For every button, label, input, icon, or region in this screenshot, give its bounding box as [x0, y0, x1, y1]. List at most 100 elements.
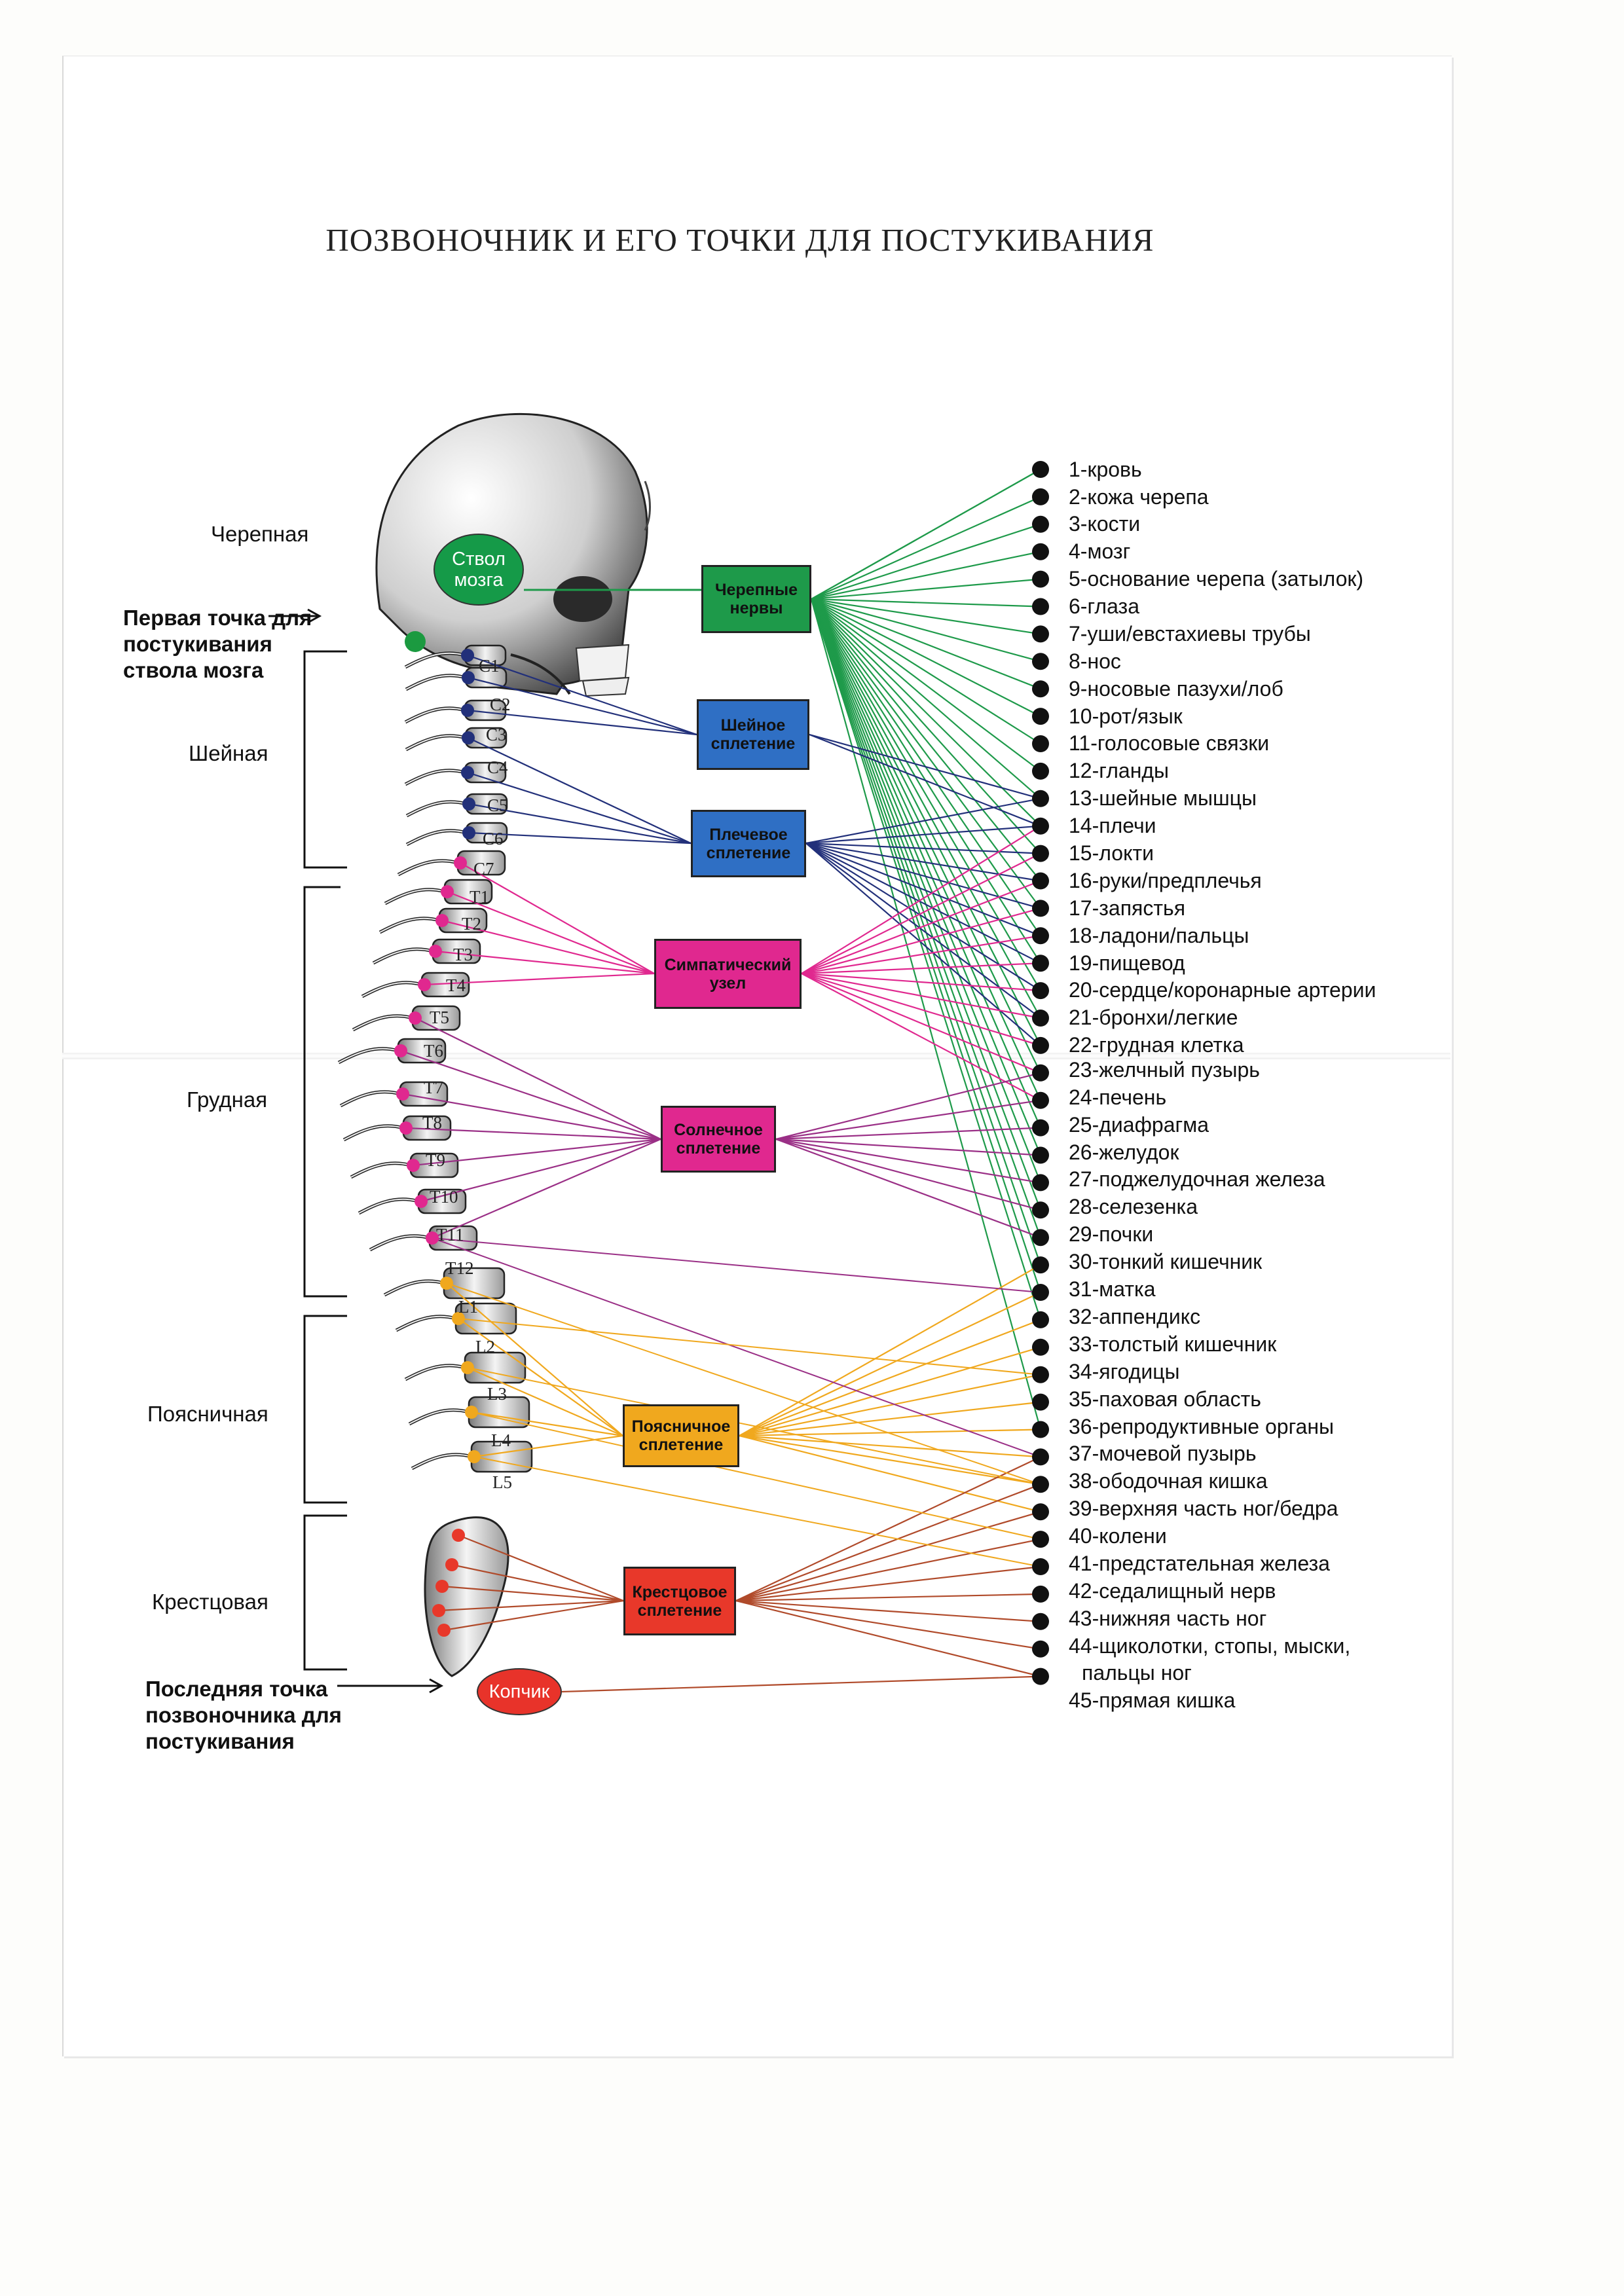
vertebra-dot	[396, 1087, 409, 1101]
vertebra-dot	[435, 914, 449, 927]
organ-item: 42-седалищный нерв	[1069, 1579, 1276, 1603]
connection-line	[468, 803, 692, 845]
connection-line	[811, 598, 1041, 635]
connection-line	[811, 598, 1041, 991]
box-sacral-plexus: Крестцовое сплетение	[623, 1567, 736, 1635]
connection-line	[400, 1049, 661, 1140]
vertebra-label: C2	[490, 695, 511, 714]
connection-line	[467, 771, 692, 845]
vertebra-label: L2	[475, 1337, 495, 1357]
connection-line	[811, 598, 1041, 882]
connection-line	[413, 1138, 661, 1167]
organ-dot	[1032, 1667, 1049, 1685]
sacral-dot	[435, 1580, 449, 1593]
organ-item: 5-основание черепа (затылок)	[1069, 567, 1364, 591]
vertebra-dot	[461, 649, 474, 662]
box-cervical-plexus: Шейное сплетение	[697, 699, 809, 770]
connection-line	[811, 598, 1041, 1074]
connection-line	[467, 1367, 1041, 1485]
vertebra-dot	[454, 856, 467, 869]
vertebra-label: C1	[479, 656, 500, 676]
organ-item: 35-паховая область	[1069, 1387, 1261, 1411]
vertebra-label: T9	[426, 1150, 445, 1170]
box-sympathetic-node: Симпатический узел	[654, 939, 802, 1009]
vertebra-dot	[440, 1277, 453, 1290]
connection-line	[443, 1599, 624, 1631]
connection-line	[739, 1434, 1041, 1458]
section-thoracic: Грудная	[187, 1087, 268, 1112]
vertebra-label: T3	[453, 945, 473, 964]
connection-line	[460, 862, 655, 974]
connection-line	[801, 880, 1041, 975]
vertebra-label: T11	[436, 1225, 464, 1245]
organ-item: 36-репродуктивные органы	[1069, 1415, 1335, 1438]
organ-dot	[1032, 1146, 1049, 1164]
vertebra-dot	[452, 1312, 465, 1325]
connection-line	[811, 523, 1041, 600]
connection-line	[735, 1599, 1041, 1650]
organ-item: 18-ладони/пальцы	[1069, 924, 1249, 947]
vertebra-label: C5	[487, 795, 508, 815]
organ-dot	[1032, 680, 1049, 698]
organ-dot	[1032, 817, 1049, 835]
organ-dot	[1032, 653, 1049, 670]
vertebra-dot	[461, 1361, 474, 1374]
connection-line	[811, 598, 1041, 799]
vertebra-dot	[409, 1011, 422, 1025]
vertebra-dot	[441, 885, 454, 898]
vertebra-label: T8	[422, 1113, 442, 1133]
organ-dot	[1032, 461, 1049, 478]
organ-item: 29-почки	[1069, 1222, 1154, 1246]
connection-line	[441, 919, 655, 975]
coccyx-ellipse: Копчик	[477, 1668, 562, 1715]
connection-line	[811, 598, 1041, 744]
connection-line	[805, 842, 1041, 854]
section-sacral: Крестцовая	[152, 1590, 268, 1614]
connection-line	[739, 1319, 1041, 1437]
organ-item: 32-аппендикс	[1069, 1305, 1201, 1328]
organ-dot	[1032, 872, 1049, 890]
organ-dot	[1032, 1010, 1049, 1027]
connection-line	[420, 1138, 661, 1203]
organ-dot	[1032, 1503, 1049, 1521]
organ-item: 16-руки/предплечья	[1069, 869, 1262, 892]
organ-item-cont: пальцы ног	[1082, 1661, 1192, 1685]
organ-dot	[1032, 570, 1049, 588]
organ-dot	[1032, 1256, 1049, 1274]
connection-line	[775, 1138, 1041, 1184]
box-lumbar-plexus: Поясничное сплетение	[623, 1404, 739, 1467]
connection-line	[432, 1138, 661, 1239]
connection-line	[435, 950, 655, 975]
connection-line	[775, 1138, 1041, 1211]
connection-line	[811, 598, 1041, 663]
vertebra-dot	[462, 671, 475, 684]
organ-item: 11-голосовые связки	[1069, 731, 1270, 755]
organ-dot	[1032, 1585, 1049, 1603]
organ-item: 31-матка	[1069, 1277, 1156, 1301]
connection-line	[805, 842, 1041, 909]
vertebra-label: T2	[462, 914, 481, 934]
organ-item: 9-носовые пазухи/лоб	[1069, 677, 1283, 701]
vertebra-label: C4	[487, 757, 508, 777]
vertebra-label: T7	[424, 1078, 443, 1097]
organ-item: 27-поджелудочная железа	[1069, 1167, 1325, 1191]
organ-item: 14-плечи	[1069, 814, 1156, 837]
organ-item: 4-мозг	[1069, 539, 1131, 563]
organ-dot	[1032, 1531, 1049, 1548]
connection-line	[801, 972, 1041, 1046]
vertebra-label: C6	[483, 829, 504, 848]
connection-line	[471, 1411, 623, 1437]
organ-dot	[1032, 1036, 1049, 1054]
connection-line	[809, 733, 1041, 827]
spine-illustration	[337, 644, 533, 1677]
connection-line	[801, 972, 1041, 992]
connection-line	[468, 676, 697, 736]
connection-line	[471, 1412, 1041, 1540]
connection-line	[458, 1318, 623, 1436]
connection-line	[811, 578, 1041, 600]
organ-dots	[1032, 461, 1049, 1685]
connection-line	[811, 598, 1041, 608]
organ-dot	[1032, 1174, 1049, 1192]
connection-line	[432, 1237, 1041, 1458]
sacral-dot	[432, 1604, 445, 1617]
